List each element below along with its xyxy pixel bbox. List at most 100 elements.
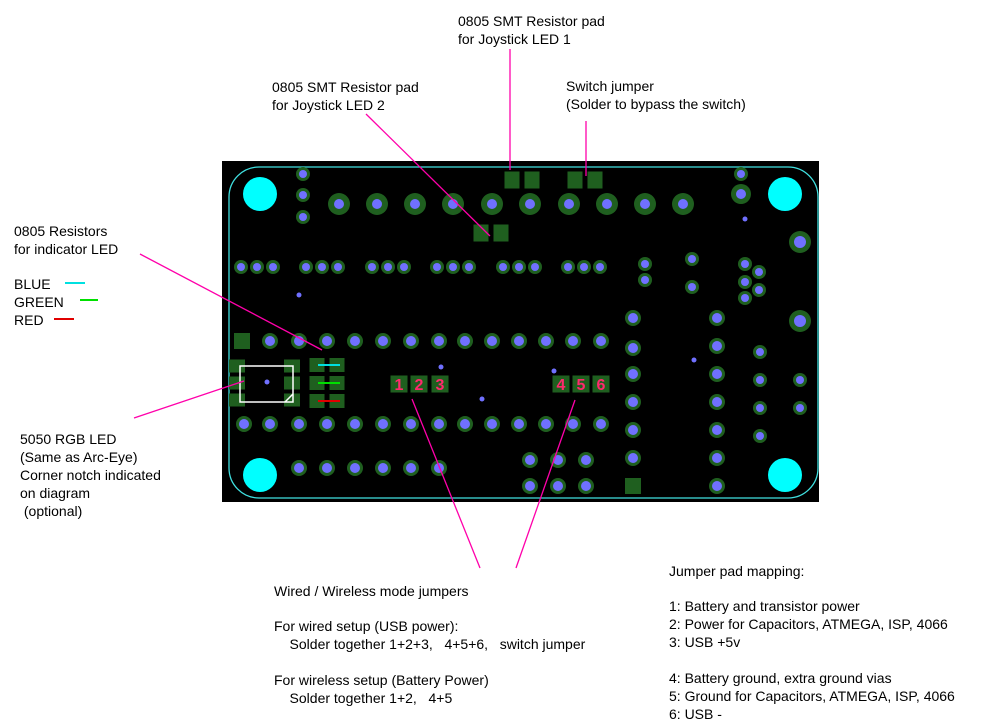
mapping-item: 1: Battery and transistor power: [669, 598, 860, 614]
smd-pad: [309, 376, 325, 390]
legend-red: RED: [14, 312, 44, 328]
pad-drill: [580, 263, 588, 271]
pad-drill: [265, 419, 275, 429]
pad-drill: [602, 199, 612, 209]
pad-drill: [553, 481, 563, 491]
smd-pad: [229, 393, 245, 407]
pad-drill: [434, 336, 444, 346]
pad-drill: [628, 369, 638, 379]
smd-pad: [473, 224, 489, 242]
pad-drill: [525, 455, 535, 465]
mapping-title: Jumper pad mapping:: [669, 563, 805, 579]
via: [296, 292, 302, 298]
rgb-led-label: 5050 RGB LED (Same as Arc-Eye) Corner no…: [20, 431, 161, 519]
pad-drill: [525, 481, 535, 491]
smd-pad: [410, 375, 428, 393]
pad-drill: [796, 404, 804, 412]
smd-pad: [567, 171, 583, 189]
pad-drill: [688, 283, 696, 291]
pad-drill: [741, 260, 749, 268]
pad-drill: [628, 343, 638, 353]
pad-drill: [350, 463, 360, 473]
pad-drill: [628, 453, 638, 463]
pad-drill: [265, 336, 275, 346]
pad-drill: [737, 170, 745, 178]
via: [479, 396, 485, 402]
smd-pad: [229, 359, 245, 373]
via: [264, 379, 270, 385]
wireless-steps: Solder together 1+2, 4+5: [274, 690, 453, 706]
pad-drill: [237, 263, 245, 271]
pad-number: 5: [577, 377, 586, 394]
pad-drill: [712, 341, 722, 351]
smd-pad: [390, 375, 408, 393]
wireless-heading: For wireless setup (Battery Power): [274, 672, 489, 688]
pad-drill: [628, 313, 638, 323]
pad-drill: [406, 419, 416, 429]
smd-pad: [625, 478, 641, 494]
pad-drill: [531, 263, 539, 271]
pad-drill: [541, 336, 551, 346]
pad-drill: [299, 191, 307, 199]
pad-drill: [596, 336, 606, 346]
smd-pad: [309, 358, 325, 372]
pad-drill: [568, 336, 578, 346]
smd-pad: [284, 376, 300, 390]
pad-drill: [434, 419, 444, 429]
pad-drill: [553, 455, 563, 465]
pad-drill: [641, 260, 649, 268]
pad-drill: [350, 419, 360, 429]
smd-pad: [493, 224, 509, 242]
leader-lines: [133, 49, 587, 569]
via: [551, 368, 557, 374]
pad-drill: [487, 419, 497, 429]
pad-drill: [334, 263, 342, 271]
pad-drill: [525, 199, 535, 209]
pad-drill: [239, 419, 249, 429]
pad-drill: [410, 199, 420, 209]
pad-number: 4: [557, 377, 566, 394]
pad-drill: [641, 276, 649, 284]
pad-drill: [640, 199, 650, 209]
pad-drill: [515, 263, 523, 271]
pad-drill: [318, 263, 326, 271]
pad-drill: [541, 419, 551, 429]
pad-drill: [628, 425, 638, 435]
pad-drill: [460, 419, 470, 429]
pad-drill: [269, 263, 277, 271]
mounting-hole: [768, 177, 802, 211]
pad-drill: [334, 199, 344, 209]
pad-drill: [796, 376, 804, 384]
pad-drill: [253, 263, 261, 271]
mounting-hole: [768, 458, 802, 492]
smd-pad: [431, 375, 449, 393]
switch-jumper-label: Switch jumper (Solder to bypass the swit…: [566, 78, 746, 112]
board-outline: [228, 166, 819, 499]
pad-drill: [487, 199, 497, 209]
pad-drill: [322, 463, 332, 473]
pad-drill: [741, 294, 749, 302]
pad-drill: [400, 263, 408, 271]
pad-drill: [756, 376, 764, 384]
via: [691, 357, 697, 363]
pad-drill: [406, 336, 416, 346]
pcb-board: [222, 161, 819, 502]
pad-drill: [299, 213, 307, 221]
mounting-hole: [243, 177, 277, 211]
smd-pad: [592, 375, 610, 393]
pad-drill: [302, 263, 310, 271]
pad-drill: [794, 315, 806, 327]
mounting-hole: [243, 458, 277, 492]
mounting-holes: [243, 177, 802, 492]
pad-drill: [564, 199, 574, 209]
pad-drill: [487, 336, 497, 346]
pad-drill: [384, 263, 392, 271]
pad-drill: [596, 263, 604, 271]
pad-drill: [433, 263, 441, 271]
pad-drill: [755, 268, 763, 276]
pad-drill: [712, 453, 722, 463]
pad-drill: [736, 189, 746, 199]
pad-drill: [499, 263, 507, 271]
wired-steps: Solder together 1+2+3, 4+5+6, switch jum…: [274, 636, 586, 652]
